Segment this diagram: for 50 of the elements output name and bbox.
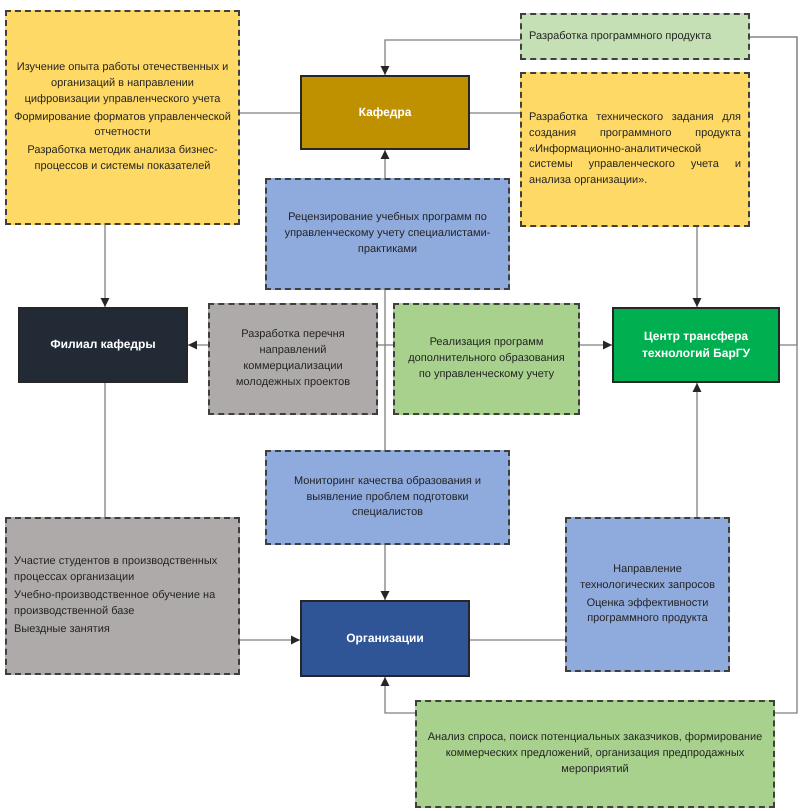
box-text: Изучение опыта работы отечественных и организаций в направлении цифровизации управленческого учета [16, 60, 230, 107]
box-text: Разработка технического задания для создания программного продукта «Информационно-аналитической системы управленческого учета и анализа организации». [529, 110, 741, 188]
box-text: Учебно-производственное обучение на производственной базе [14, 588, 216, 619]
box-text: Рецензирование учебных программ по управленческому учету специалистами-практиками [284, 210, 492, 257]
arrow [692, 383, 702, 517]
entity-box [18, 307, 188, 383]
arrow [380, 545, 390, 600]
box-text: Мониторинг качества образования и выявление проблем подготовки специалистов [292, 474, 482, 520]
entity-box [300, 600, 470, 677]
activity-box [265, 178, 510, 290]
connector-line [384, 290, 386, 450]
arrow [380, 677, 415, 714]
box-text: Кафедра [358, 104, 412, 121]
connector-line [470, 112, 520, 114]
box-text: Центр трансфера технологий БарГУ [640, 328, 752, 362]
entity-box [612, 307, 780, 383]
box-text: Анализ спроса, поиск потенциальных заказчиков, формирование коммерческих предложений, организация предпродажных мероприятий [426, 730, 764, 777]
activity-box [520, 13, 750, 60]
arrow [580, 340, 612, 350]
arrow [380, 150, 390, 178]
box-text: Филиал кафедры [49, 336, 157, 354]
activity-box [265, 450, 510, 545]
box-text: Разработка программного продукта [529, 28, 712, 44]
box-text: Участие студентов в производственных процессах организации [14, 554, 218, 586]
activity-box [565, 517, 730, 672]
activity-box [520, 72, 750, 227]
box-text: Направление технологических запросов [579, 562, 716, 593]
box-text: Разработка перечня направлений коммерциализации молодежных проектов [234, 327, 352, 390]
connector-line [470, 639, 565, 641]
box-text: Разработка методик анализа бизнес-процессов и системы показателей [26, 143, 219, 174]
arrow [188, 340, 208, 350]
activity-box [5, 517, 240, 675]
box-text: Формирование форматов управленческой отчетности [14, 110, 231, 140]
box-text: Оценка эффективности программного продукта [586, 596, 710, 626]
arrow [692, 227, 702, 307]
arrow [380, 39, 520, 75]
arrow [100, 225, 110, 307]
activity-box [415, 700, 775, 808]
connector-line [378, 344, 393, 346]
connector-line [104, 383, 106, 517]
box-text: Выездные занятия [14, 622, 111, 637]
entity-box [300, 75, 470, 150]
box-text: Организации [345, 630, 425, 647]
connector-line [240, 112, 300, 114]
box-text: Реализация программ дополнительного образования по управленческому учету [407, 335, 566, 382]
activity-box [208, 303, 378, 415]
activity-box [393, 303, 580, 415]
activity-box [5, 10, 240, 225]
arrow [240, 635, 300, 645]
connector-line [750, 36, 798, 714]
